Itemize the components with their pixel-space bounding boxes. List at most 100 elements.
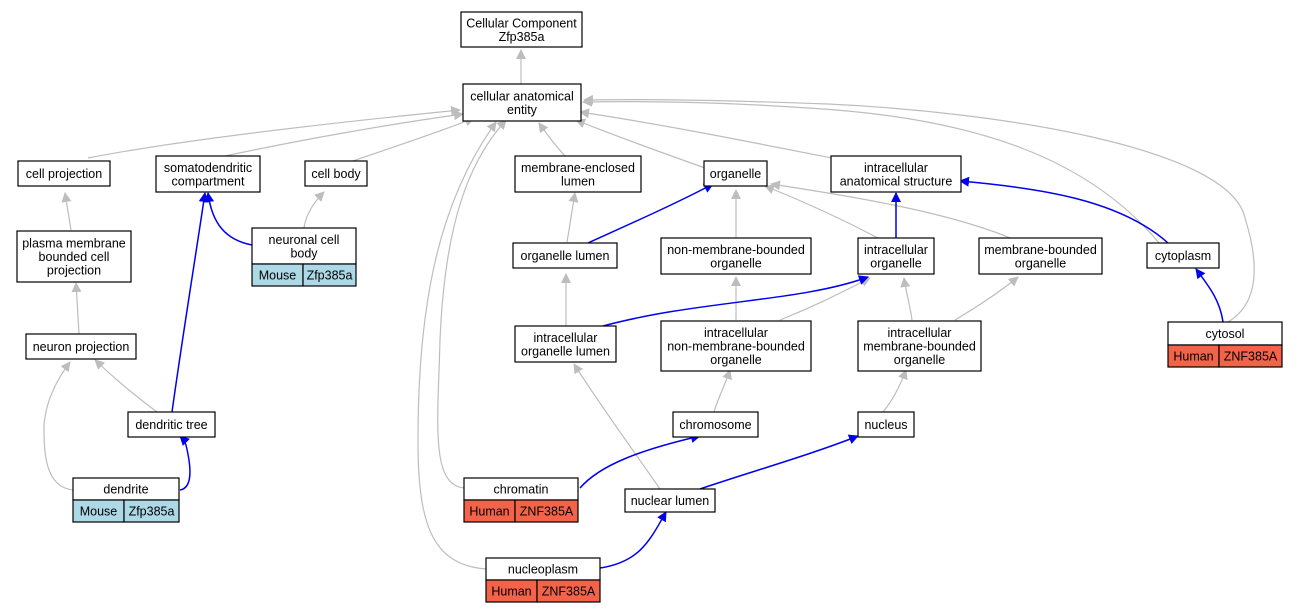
- node-box: [703, 160, 768, 187]
- node-box: [660, 237, 812, 275]
- node-organelle[interactable]: organelle: [703, 160, 768, 187]
- edge-pmbcp-cellproj: [61, 192, 72, 231]
- node-label: lumen: [561, 174, 595, 188]
- node-label: cytosol: [1206, 327, 1245, 341]
- node-label: chromatin: [494, 483, 549, 497]
- node-label: intracellular: [864, 243, 928, 257]
- node-olumen[interactable]: organelle lumen: [512, 242, 618, 269]
- edge-olumen-organelle: [587, 183, 714, 244]
- node-label: non-membrane-bounded: [667, 340, 805, 354]
- node-box: [127, 411, 216, 438]
- edge-cytoplasm-ias: [959, 176, 1169, 244]
- edge-ncb-somato: [204, 192, 253, 246]
- node-box: [512, 242, 618, 269]
- node-label: entity: [507, 103, 538, 117]
- edge-chromatin-cae: [437, 119, 507, 489]
- edge-cytosol-cae: [583, 94, 1255, 323]
- node-box: [514, 325, 617, 363]
- node-cytoplasm[interactable]: cytoplasm: [1146, 242, 1220, 269]
- node-label: plasma membrane: [22, 237, 126, 251]
- edge-nucleoplasm-nlumen: [599, 511, 667, 569]
- edge-nucleoplasm-cae: [417, 121, 497, 570]
- node-box: [830, 155, 962, 193]
- gene-label: Zfp385a: [307, 269, 353, 283]
- edge-nlumen-iol: [573, 363, 661, 490]
- node-label: organelle: [870, 256, 921, 270]
- node-label: Zfp385a: [499, 30, 545, 44]
- edge-mbo-organelle: [770, 180, 1016, 241]
- node-label: cell projection: [26, 167, 102, 181]
- node-box: [155, 155, 261, 193]
- node-label: nuclear lumen: [631, 494, 710, 508]
- edge-ias-cae: [579, 108, 833, 159]
- node-chromosome[interactable]: chromosome: [672, 411, 759, 438]
- node-neuronproj[interactable]: neuron projection: [25, 333, 137, 360]
- node-label: organelle: [710, 353, 761, 367]
- node-box: [624, 488, 716, 513]
- node-label: membrane-bounded: [863, 340, 976, 354]
- node-box: [462, 83, 582, 122]
- gene-cell: [1218, 344, 1283, 368]
- species-label: Human: [491, 585, 531, 599]
- node-label: cell body: [311, 167, 361, 181]
- node-cellproj[interactable]: cell projection: [17, 160, 111, 187]
- species-label: Mouse: [80, 505, 118, 519]
- node-nlumen[interactable]: nuclear lumen: [624, 488, 716, 513]
- node-inmbo[interactable]: intracellularnon-membrane-boundedorganel…: [660, 320, 812, 372]
- node-box: [460, 11, 583, 48]
- node-nucleus[interactable]: nucleus: [857, 411, 915, 438]
- species-label: Human: [469, 505, 509, 519]
- node-label: cytoplasm: [1155, 249, 1211, 263]
- edge-organelle-cae: [575, 118, 706, 169]
- node-label: projection: [47, 264, 101, 278]
- edge-imbo-iorg: [900, 277, 913, 321]
- edge-chromatin-chromosome: [579, 433, 701, 489]
- node-label: dendritic tree: [135, 418, 207, 432]
- edge-dendrite-dtree: [179, 435, 191, 491]
- species-label: Human: [1173, 350, 1213, 364]
- node-label: compartment: [172, 174, 245, 188]
- edge-inmbo-iorg: [779, 277, 871, 321]
- node-box: [857, 411, 915, 438]
- node-box: [17, 160, 111, 187]
- node-label: chromosome: [679, 418, 751, 432]
- edge-nlumen-nucleus: [699, 434, 859, 490]
- node-label: somatodendritic: [164, 161, 252, 175]
- node-box: [857, 237, 935, 275]
- is-a-edges: [43, 49, 1255, 570]
- node-box: [672, 411, 759, 438]
- edge-chromosome-inmbo: [713, 369, 732, 413]
- node-cellbody[interactable]: cell body: [304, 160, 368, 187]
- gene-label: ZNF385A: [1224, 350, 1278, 364]
- edge-somato-cae: [224, 110, 464, 157]
- node-box: [978, 237, 1103, 275]
- node-dtree[interactable]: dendritic tree: [127, 411, 216, 438]
- species-label: Mouse: [259, 269, 297, 283]
- node-label: intracellular: [704, 326, 768, 340]
- edge-dendrite-neuronproj: [43, 361, 75, 491]
- gene-label: ZNF385A: [542, 585, 596, 599]
- node-box: [1146, 242, 1220, 269]
- node-box: [16, 230, 132, 283]
- edge-imbo-mbo: [954, 276, 1019, 321]
- node-box: [857, 320, 982, 372]
- node-label: body: [290, 246, 318, 260]
- edge-dtree-somato: [171, 192, 209, 413]
